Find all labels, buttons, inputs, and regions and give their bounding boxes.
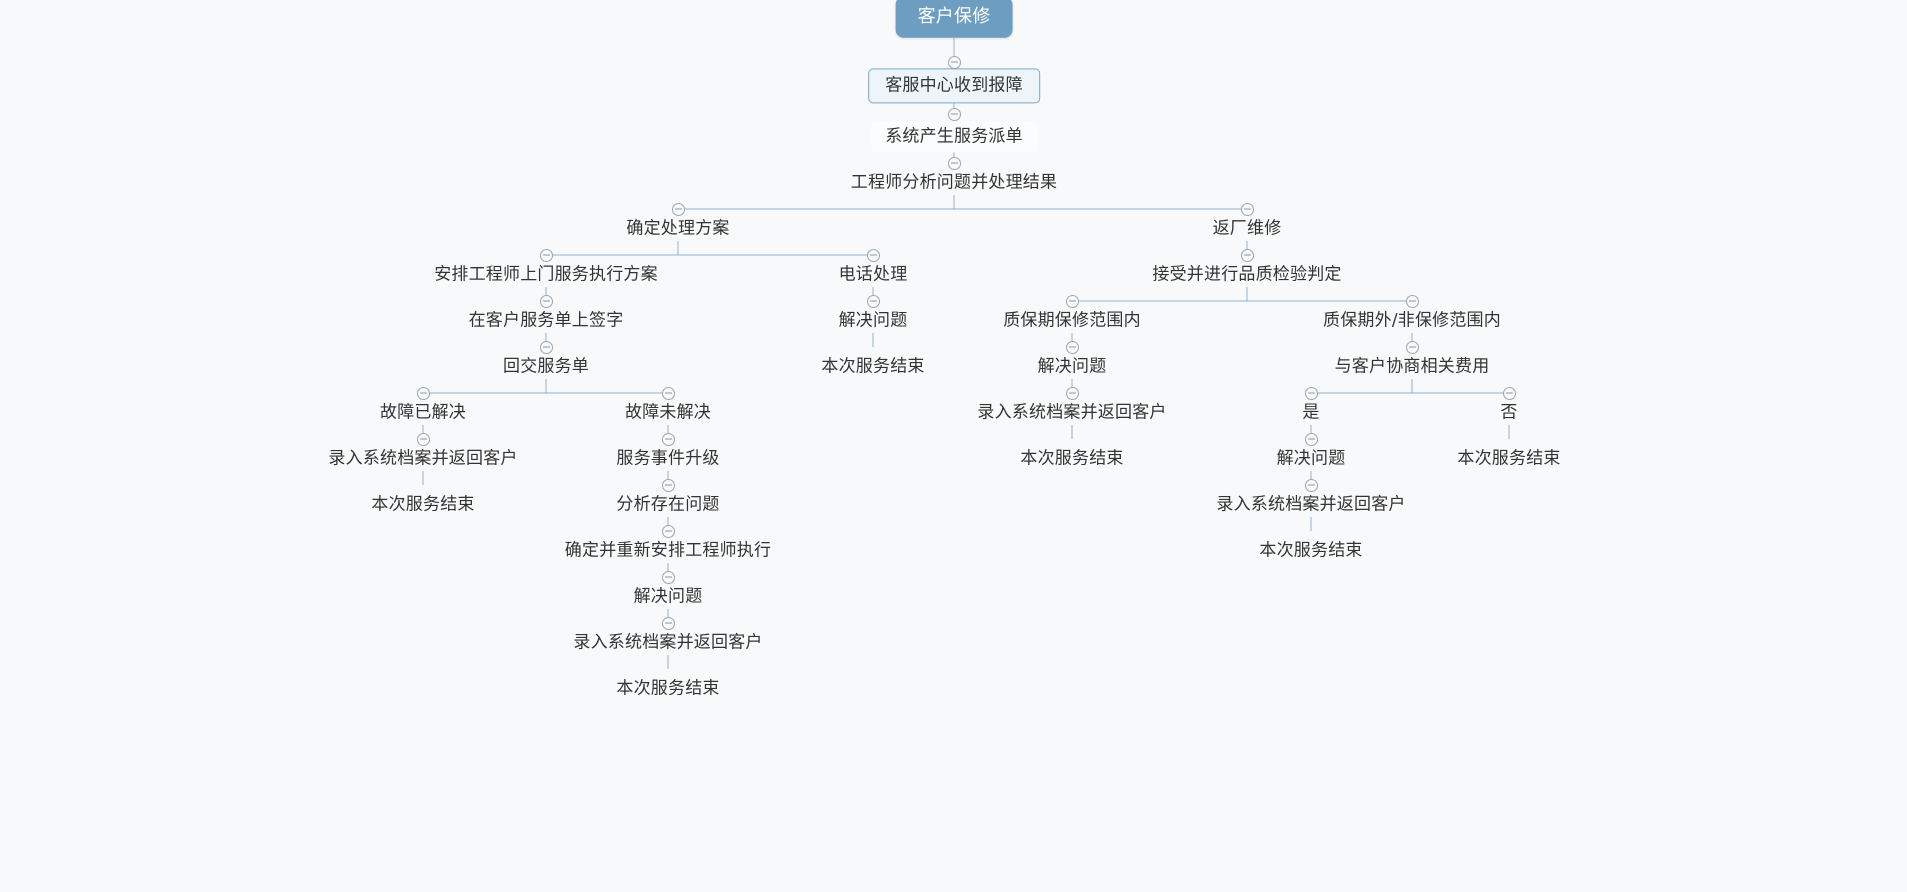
mindmap-node[interactable]: 与客户协商相关费用 [1334, 356, 1490, 377]
collapse-toggle-icon[interactable] [1240, 202, 1254, 216]
collapse-toggle-icon[interactable] [866, 294, 880, 308]
mindmap-node[interactable]: 接受并进行品质检验判定 [1152, 264, 1342, 285]
collapse-toggle-icon[interactable] [947, 55, 961, 69]
collapse-toggle-icon[interactable] [866, 248, 880, 262]
mindmap-node[interactable]: 解决问题 [838, 310, 908, 331]
mindmap-node[interactable]: 电话处理 [838, 264, 908, 285]
mindmap-node[interactable]: 录入系统档案并返回客户 [573, 632, 763, 653]
collapse-toggle-icon[interactable] [1304, 478, 1318, 492]
mindmap-node[interactable]: 回交服务单 [503, 356, 589, 377]
mindmap-node[interactable]: 录入系统档案并返回客户 [1216, 494, 1406, 515]
collapse-toggle-icon[interactable] [661, 432, 675, 446]
collapse-toggle-icon[interactable] [1065, 340, 1079, 354]
mindmap-node[interactable]: 确定并重新安排工程师执行 [564, 540, 772, 561]
mindmap-node[interactable]: 服务事件升级 [616, 448, 720, 469]
mindmap-node[interactable]: 故障已解决 [380, 402, 466, 423]
collapse-toggle-icon[interactable] [671, 202, 685, 216]
collapse-toggle-icon[interactable] [539, 248, 553, 262]
collapse-toggle-icon[interactable] [661, 524, 675, 538]
collapse-toggle-icon[interactable] [416, 432, 430, 446]
mindmap-node[interactable]: 本次服务结束 [371, 494, 475, 515]
mindmap-node[interactable]: 本次服务结束 [1457, 448, 1561, 469]
collapse-toggle-icon[interactable] [1240, 248, 1254, 262]
collapse-toggle-icon[interactable] [947, 156, 961, 170]
collapse-toggle-icon[interactable] [1405, 294, 1419, 308]
collapse-toggle-icon[interactable] [661, 478, 675, 492]
mindmap-node[interactable]: 在客户服务单上签字 [468, 310, 624, 331]
mindmap-node[interactable]: 质保期外/非保修范围内 [1323, 310, 1501, 331]
collapse-toggle-icon[interactable] [539, 294, 553, 308]
mindmap-node[interactable]: 录入系统档案并返回客户 [977, 402, 1167, 423]
mindmap-node[interactable]: 确定处理方案 [626, 218, 730, 239]
mindmap-node[interactable]: 工程师分析问题并处理结果 [850, 172, 1058, 193]
collapse-toggle-icon[interactable] [1065, 294, 1079, 308]
mindmap-node[interactable]: 录入系统档案并返回客户 [328, 448, 518, 469]
mindmap-node[interactable]: 解决问题 [633, 586, 703, 607]
mindmap-node[interactable]: 否 [1500, 402, 1518, 423]
mindmap-node[interactable]: 本次服务结束 [821, 356, 925, 377]
mindmap-node[interactable]: 本次服务结束 [1020, 448, 1124, 469]
mindmap-node[interactable]: 解决问题 [1276, 448, 1346, 469]
collapse-toggle-icon[interactable] [1304, 432, 1318, 446]
mindmap-node[interactable]: 是 [1302, 402, 1320, 423]
mindmap-node[interactable]: 本次服务结束 [1259, 540, 1363, 561]
mindmap-node[interactable]: 质保期保修范围内 [1003, 310, 1141, 331]
collapse-toggle-icon[interactable] [1405, 340, 1419, 354]
mindmap-node[interactable]: 故障未解决 [625, 402, 711, 423]
mindmap-node[interactable]: 安排工程师上门服务执行方案 [434, 264, 658, 285]
collapse-toggle-icon[interactable] [947, 107, 961, 121]
mindmap-node[interactable]: 系统产生服务派单 [871, 121, 1037, 153]
collapse-toggle-icon[interactable] [1502, 386, 1516, 400]
collapse-toggle-icon[interactable] [661, 386, 675, 400]
collapse-toggle-icon[interactable] [416, 386, 430, 400]
mindmap-node[interactable]: 客服中心收到报障 [868, 68, 1040, 104]
collapse-toggle-icon[interactable] [1065, 386, 1079, 400]
collapse-toggle-icon[interactable] [1304, 386, 1318, 400]
mindmap-node[interactable]: 分析存在问题 [616, 494, 720, 515]
mindmap-node[interactable]: 解决问题 [1037, 356, 1107, 377]
collapse-toggle-icon[interactable] [539, 340, 553, 354]
collapse-toggle-icon[interactable] [661, 570, 675, 584]
collapse-toggle-icon[interactable] [661, 616, 675, 630]
mindmap-node[interactable]: 本次服务结束 [616, 678, 720, 699]
mindmap-node[interactable]: 返厂维修 [1212, 218, 1282, 239]
mindmap-root-node[interactable]: 客户保修 [895, 0, 1013, 38]
